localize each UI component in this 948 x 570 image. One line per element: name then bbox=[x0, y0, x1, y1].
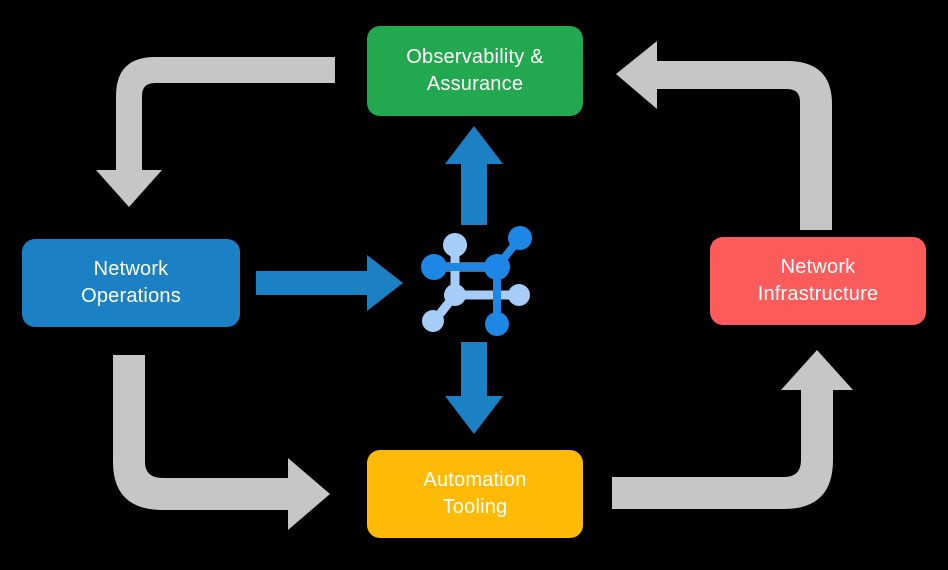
node-network-operations[interactable]: Network Operations bbox=[22, 239, 240, 327]
network-icon-nodes bbox=[421, 226, 532, 336]
node-observability-assurance[interactable]: Observability & Assurance bbox=[367, 26, 583, 116]
arrow-center-to-observability bbox=[445, 126, 503, 225]
node-automation-tooling[interactable]: Automation Tooling bbox=[367, 450, 583, 538]
arrow-center-to-automation bbox=[445, 342, 503, 434]
node-network-infrastructure[interactable]: Network Infrastructure bbox=[710, 237, 926, 325]
arrow-operations-to-center bbox=[256, 255, 403, 311]
